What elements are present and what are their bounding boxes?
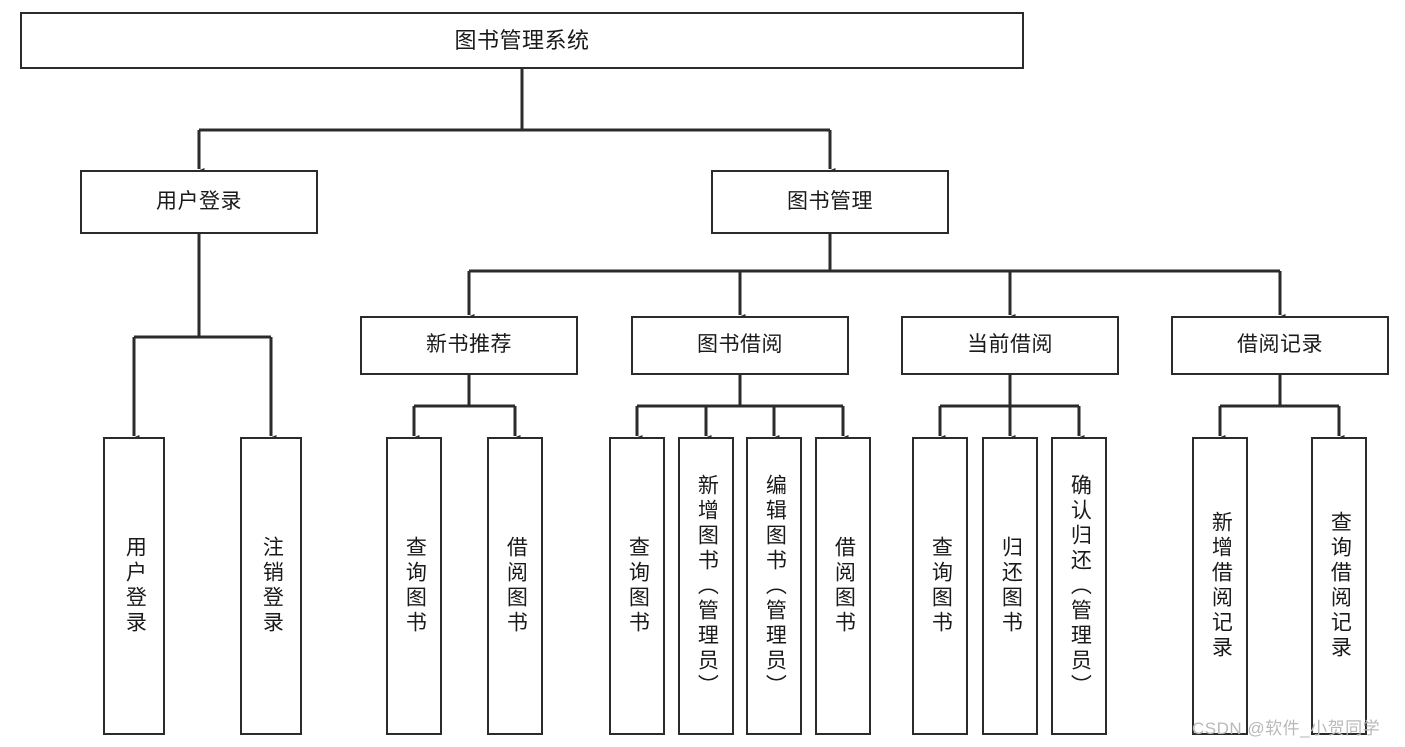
node-label-leaf_br_query: 查询借阅记录 (1328, 511, 1352, 661)
node-label-borrow_record: 借阅记录 (1237, 333, 1323, 357)
node-leaf_bb_query[interactable]: 查询图书 (609, 437, 665, 735)
connector-group (128, 69, 1345, 444)
node-leaf_rec_query[interactable]: 查询图书 (386, 437, 442, 735)
node-new_book_rec[interactable]: 新书推荐 (360, 316, 578, 375)
node-current_borrow[interactable]: 当前借阅 (901, 316, 1119, 375)
node-borrow_record[interactable]: 借阅记录 (1171, 316, 1389, 375)
node-book_borrow[interactable]: 图书借阅 (631, 316, 849, 375)
node-label-leaf_user_logout: 注销登录 (260, 536, 284, 636)
node-label-leaf_rec_query: 查询图书 (403, 536, 427, 636)
node-label-leaf_user_login: 用户登录 (123, 536, 147, 636)
node-leaf_bb_add[interactable]: 新增图书（管理员） (678, 437, 734, 735)
node-label-current_borrow: 当前借阅 (967, 333, 1053, 357)
node-label-leaf_br_add: 新增借阅记录 (1209, 511, 1233, 661)
node-label-leaf_bb_query: 查询图书 (626, 536, 650, 636)
node-leaf_bb_edit[interactable]: 编辑图书（管理员） (746, 437, 802, 735)
node-label-leaf_bb_add: 新增图书（管理员） (695, 473, 719, 699)
node-leaf_user_login[interactable]: 用户登录 (103, 437, 165, 735)
node-label-leaf_cb_confirm: 确认归还（管理员） (1068, 473, 1092, 699)
node-label-new_book_rec: 新书推荐 (426, 333, 512, 357)
node-label-book_manage: 图书管理 (787, 189, 873, 213)
node-label-root: 图书管理系统 (454, 27, 590, 53)
node-root[interactable]: 图书管理系统 (20, 12, 1024, 69)
node-label-user_login: 用户登录 (156, 189, 242, 213)
node-leaf_bb_borrow[interactable]: 借阅图书 (815, 437, 871, 735)
node-leaf_cb_return[interactable]: 归还图书 (982, 437, 1038, 735)
node-label-leaf_rec_borrow: 借阅图书 (504, 536, 528, 636)
node-leaf_br_query[interactable]: 查询借阅记录 (1311, 437, 1367, 735)
node-label-leaf_cb_query: 查询图书 (929, 536, 953, 636)
node-label-leaf_cb_return: 归还图书 (999, 536, 1023, 636)
node-label-leaf_bb_edit: 编辑图书（管理员） (763, 473, 787, 699)
node-label-book_borrow: 图书借阅 (697, 333, 783, 357)
node-book_manage[interactable]: 图书管理 (711, 170, 949, 234)
node-user_login[interactable]: 用户登录 (80, 170, 318, 234)
node-leaf_user_logout[interactable]: 注销登录 (240, 437, 302, 735)
node-leaf_rec_borrow[interactable]: 借阅图书 (487, 437, 543, 735)
node-label-leaf_bb_borrow: 借阅图书 (832, 536, 856, 636)
node-leaf_cb_confirm[interactable]: 确认归还（管理员） (1051, 437, 1107, 735)
node-leaf_cb_query[interactable]: 查询图书 (912, 437, 968, 735)
node-leaf_br_add[interactable]: 新增借阅记录 (1192, 437, 1248, 735)
